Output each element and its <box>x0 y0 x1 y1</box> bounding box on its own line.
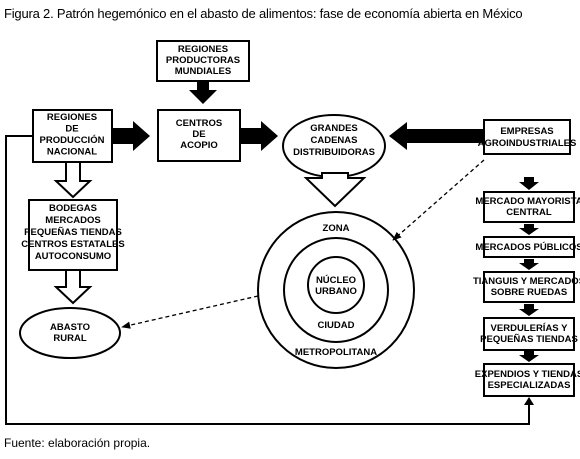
label-line: TIANGUIS Y MERCADOS <box>473 276 580 287</box>
tianguis-box <box>483 271 575 303</box>
mercados-publicos-label: MERCADOS PÚBLICOS <box>475 241 580 253</box>
figure-title: Figura 2. Patrón hegemónico en el abasto… <box>4 6 523 21</box>
empresas-box <box>483 119 571 155</box>
abasto-rural-ellipse <box>19 307 121 359</box>
label-line: ABASTO <box>50 322 90 333</box>
label-line: CENTROS <box>176 118 222 129</box>
label-line: DE <box>65 124 78 135</box>
label-line: DISTRIBUIDORAS <box>293 147 375 158</box>
mercado-mayorista-box <box>483 191 575 223</box>
arrow-bodegas-to-rural <box>53 269 93 305</box>
arrow-empresas-to-mayorista <box>519 177 539 190</box>
label-line: AGROINDUSTRIALES <box>478 138 577 149</box>
arrow-tianguis-to-verdulerias <box>519 304 539 316</box>
ciudad-label: CIUDAD <box>318 320 355 331</box>
dashed-arrow-empresas-to-zona <box>392 159 485 241</box>
label-line: MUNDIALES <box>175 66 231 77</box>
arrow-connector-head <box>524 397 534 405</box>
label-line: VERDULERÍAS Y <box>491 323 569 334</box>
mercados-publicos-box <box>483 236 575 258</box>
nucleo-urbano-circle <box>307 256 365 314</box>
arrow-publicos-to-tianguis <box>519 259 539 270</box>
label-line: CIUDAD <box>318 320 355 331</box>
arrow-cadenas-to-zona <box>303 172 367 208</box>
label-line: RURAL <box>53 333 86 344</box>
label-line: MERCADOS <box>45 215 100 226</box>
arrow-nacional-to-acopio <box>112 121 150 151</box>
label-line: ZONA <box>323 223 350 234</box>
label-line: METROPOLITANA <box>295 347 377 358</box>
figure-source: Fuente: elaboración propia. <box>4 436 151 450</box>
expendios-box <box>483 363 575 397</box>
label-line: NÚCLEO <box>316 274 356 286</box>
dashed-arrow-zona-to-rural <box>121 295 259 329</box>
label-line: DE <box>192 129 205 140</box>
arrow-acopio-to-cadenas <box>240 121 278 151</box>
label-line: CADENAS <box>311 135 358 146</box>
label-line: CENTRAL <box>506 207 552 218</box>
label-line: REGIONES <box>178 44 228 55</box>
label-line: PRODUCTORAS <box>166 55 240 66</box>
label-line: URBANO <box>315 286 357 297</box>
label-line: AUTOCONSUMO <box>35 251 111 262</box>
label-line: MERCADO MAYORISTA <box>475 196 580 207</box>
label-line: ESPECIALIZADAS <box>488 380 571 391</box>
verdulerias-box <box>483 317 575 351</box>
label-line: MERCADOS PÚBLICOS <box>475 241 580 253</box>
label-line: SOBRE RUEDAS <box>491 287 568 298</box>
metropolitana-label: METROPOLITANA <box>295 347 377 358</box>
arrow-nacional-to-bodegas <box>53 161 93 199</box>
arrow-empresas-to-cadenas <box>389 122 484 150</box>
label-line: PRODUCCIÓN <box>40 134 105 146</box>
label-line: CENTROS ESTATALES <box>21 239 124 250</box>
label-line: BODEGAS <box>49 203 97 214</box>
regiones-productoras-box <box>156 40 250 82</box>
arrow-mayorista-to-publicos <box>519 224 539 235</box>
label-line: EMPRESAS <box>500 126 553 137</box>
arrow-verdulerias-to-expendios <box>519 351 539 362</box>
arrow-mundiales-to-acopio <box>189 81 217 104</box>
label-line: PEQUEÑAS TIENDAS <box>480 334 578 345</box>
connector-nacional-to-expendios <box>5 135 530 425</box>
label-line: EXPENDIOS Y TIENDAS <box>475 369 580 380</box>
label-line: ACOPIO <box>180 140 217 151</box>
label-line: PEQUEÑAS TIENDAS <box>24 227 122 238</box>
label-line: NACIONAL <box>47 147 97 158</box>
label-line: REGIONES <box>47 112 97 123</box>
zona-label: ZONA <box>323 223 350 234</box>
label-line: GRANDES <box>310 123 358 134</box>
